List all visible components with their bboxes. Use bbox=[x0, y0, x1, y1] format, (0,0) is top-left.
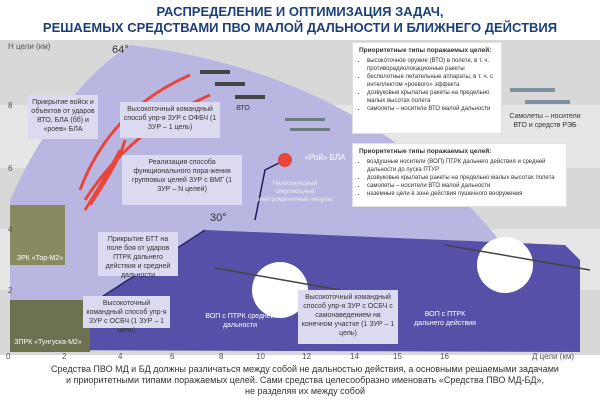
vop-medium-label: ВОП с ПТРК средней дальности bbox=[205, 313, 275, 329]
priority-item: воздушные носители (ВОП) ПТРК дальнего д… bbox=[367, 158, 560, 174]
x-tick: 10 bbox=[256, 352, 265, 361]
diagram-title: РАСПРЕДЕЛЕНИЕ И ОПТИМИЗАЦИЯ ЗАДАЧ, РЕШАЕ… bbox=[0, 4, 600, 36]
y-tick: 2 bbox=[8, 286, 13, 295]
tunguska-m2-label: ЗПРК «Тунгуска-М2» bbox=[14, 339, 82, 346]
vto-missiles-icon bbox=[200, 70, 265, 99]
swarm-label: «Рой» БЛА bbox=[304, 153, 346, 162]
functional-kill-box: Реализация способа функционального пора-… bbox=[122, 155, 242, 205]
helicopter-medium-icon bbox=[252, 262, 308, 318]
priority-item: самолеты – носители ВТО малой дальности bbox=[367, 105, 495, 113]
x-tick: 14 bbox=[350, 352, 359, 361]
y-axis-label: Н цели (км) bbox=[8, 42, 51, 51]
y-tick: 6 bbox=[8, 164, 13, 173]
angle-30: 30° bbox=[210, 212, 227, 224]
aircraft-label: Самолеты – носители ВТО и средств РЭБ bbox=[509, 113, 581, 129]
priority-heading: Приоритетные типы поражаемых целей: bbox=[359, 47, 492, 54]
tor-m2-icon bbox=[10, 205, 65, 265]
pulse-label: Наносекундный сверхмощный электромагнитн… bbox=[256, 181, 334, 203]
angle-64: 64° bbox=[112, 44, 129, 56]
helicopter-long-icon bbox=[477, 237, 533, 293]
x-tick: 4 bbox=[118, 352, 123, 361]
y-tick: 4 bbox=[8, 225, 13, 234]
high-precision-homing-box: Высокоточный командный способ упр-я ЗУР … bbox=[298, 290, 398, 344]
footer-note: Средства ПВО МД и БД должны различаться … bbox=[20, 364, 590, 397]
high-precision-ofbch-box: Высокоточный командный способ упр-я ЗУР … bbox=[120, 102, 220, 138]
y-tick: 8 bbox=[8, 101, 13, 110]
priority-item: наземные цели в зоне действия пушечного … bbox=[367, 190, 560, 198]
vop-long-label: ВОП с ПТРК дальнего действия bbox=[414, 311, 476, 327]
priority-item: дозвуковые крылатые ракеты на предельно … bbox=[367, 174, 560, 182]
footer-line: и приоритетными типами поражаемых целей.… bbox=[66, 375, 544, 385]
priority-item: дозвуковые крылатые ракеты на предельно … bbox=[367, 89, 495, 105]
vto-label: ВТО bbox=[236, 105, 250, 112]
pulse-line bbox=[254, 159, 286, 221]
footer-line: не разделяя их между собой bbox=[245, 386, 365, 396]
priority-item: самолеты – носители ВТО малой дальности bbox=[367, 182, 560, 190]
x-tick: 8 bbox=[219, 352, 224, 361]
x-tick: 15 bbox=[393, 352, 402, 361]
x-axis-label: Д цели (км) bbox=[532, 352, 575, 361]
title-line-2: РЕШАЕМЫХ СРЕДСТВАМИ ПВО МАЛОЙ ДАЛЬНОСТИ … bbox=[42, 20, 558, 35]
aircraft-icon bbox=[510, 88, 570, 104]
tunguska-m2-icon bbox=[10, 300, 90, 352]
priority-targets-top: Приоритетные типы поражаемых целей: высо… bbox=[352, 42, 502, 134]
high-precision-osbch-box: Высокоточный командный способ упр-я ЗУР … bbox=[83, 296, 170, 334]
cover-troops-box: Прикрытие войск и объектов от ударов ВТО… bbox=[28, 95, 98, 139]
x-tick: 12 bbox=[302, 352, 311, 361]
priority-item: высокоточное оружие (ВТО) в полете, в т.… bbox=[367, 57, 495, 73]
tor-m2-label: ЗРК «Тор-М2» bbox=[16, 255, 64, 262]
priority-heading: Приоритетные типы поражаемых целей: bbox=[359, 148, 492, 155]
priority-targets-bottom: Приоритетные типы поражаемых целей: возд… bbox=[352, 143, 567, 207]
explosion-icon bbox=[278, 153, 292, 167]
x-tick: 16 bbox=[440, 352, 449, 361]
x-tick: 2 bbox=[62, 352, 67, 361]
footer-line: Средства ПВО МД и БД должны различаться … bbox=[51, 364, 559, 374]
priority-item: беспилотные летательные аппараты, в т. ч… bbox=[367, 73, 495, 89]
cover-btt-box: Прикрытие БТТ на поле боя от ударов ПТРК… bbox=[98, 232, 178, 279]
title-line-1: РАСПРЕДЕЛЕНИЕ И ОПТИМИЗАЦИЯ ЗАДАЧ, bbox=[156, 4, 444, 19]
x-tick: 0 bbox=[6, 352, 11, 361]
x-tick: 6 bbox=[170, 352, 175, 361]
uav-swarm-icon bbox=[285, 118, 330, 131]
